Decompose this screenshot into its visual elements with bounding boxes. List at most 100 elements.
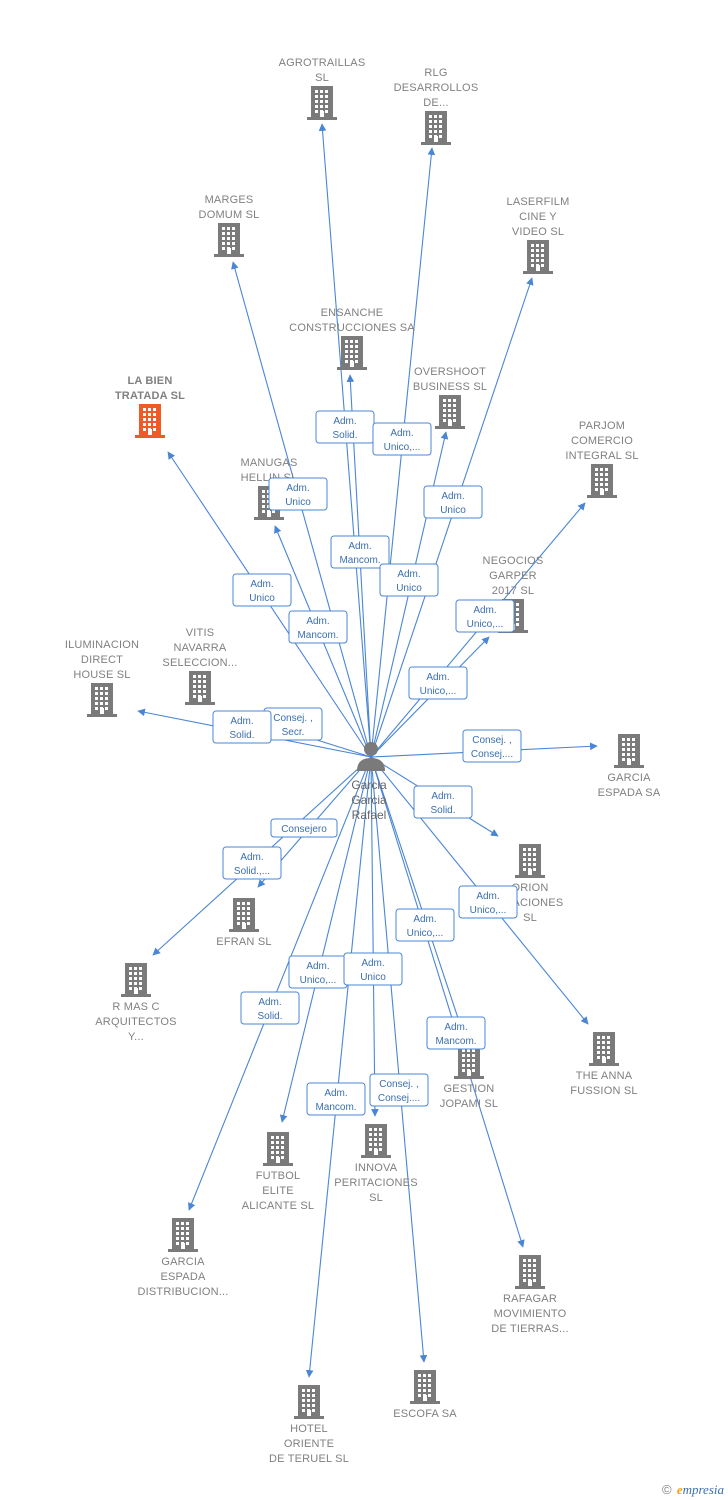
role-label-manugas[interactable]: Adm. Mancom. (288, 610, 348, 644)
role-label-negocios[interactable]: Adm. Unico,... (408, 666, 468, 700)
role-label-escofa[interactable]: Consej. ,Consej.... (369, 1073, 429, 1107)
building-icon (337, 336, 367, 370)
edge-rafagar (370, 756, 525, 1248)
role-label-theanna[interactable]: Adm.Unico,... (458, 885, 518, 919)
role-label-marges[interactable]: Adm.Unico (268, 477, 328, 511)
role-label-line: Consej. , (273, 713, 312, 724)
company-name-line: OVERSHOOT (414, 366, 486, 378)
company-name-line: CONSTRUCCIONES SA (289, 322, 415, 334)
company-node-vitis[interactable]: VITISNAVARRASELECCION... (162, 627, 237, 705)
company-name-line: ENSANCHE (321, 307, 384, 319)
role-label-orion[interactable]: Adm.Solid. (413, 785, 473, 819)
role-label-rlg[interactable]: Adm.Unico,... (372, 422, 432, 456)
company-name-line: THE ANNA (576, 1070, 633, 1082)
company-node-escofa[interactable]: ESCOFA SA (393, 1370, 457, 1420)
role-label-line: Unico,... (407, 928, 444, 939)
role-label-line: Solid. (257, 1011, 282, 1022)
role-label-line: Adm. (250, 579, 273, 590)
role-label-line: Adm. (333, 416, 356, 427)
role-label-parjom[interactable]: Adm.Unico,... (455, 599, 515, 633)
role-label-rmasc[interactable]: Adm.Solid.,... (222, 846, 282, 880)
building-icon (135, 404, 165, 438)
building-icon (515, 1255, 545, 1289)
role-label-line: Unico,... (420, 686, 457, 697)
company-name-line: MANUGAS (240, 457, 297, 469)
company-name-line: VIDEO SL (512, 226, 564, 238)
company-name-line: SL (315, 72, 329, 84)
role-label-efran[interactable]: Consejero (270, 818, 338, 838)
role-label-innova[interactable]: Adm.Unico (343, 952, 403, 986)
building-icon (410, 1370, 440, 1404)
role-label-rafagar[interactable]: Adm.Mancom. (426, 1016, 486, 1050)
company-name-line: DIRECT (81, 654, 123, 666)
role-label-hotel[interactable]: Adm. Mancom. (306, 1082, 366, 1116)
person-name-line: Garcia (351, 793, 387, 807)
brand-rest: mpresia (682, 1482, 724, 1497)
brand-logo: empresia (677, 1482, 724, 1497)
role-label-line: Adm. (473, 605, 496, 616)
company-node-rlg[interactable]: RLGDESARROLLOSDE... (394, 67, 479, 145)
company-name-line: GARCIA (161, 1256, 205, 1268)
company-name-line: RLG (424, 67, 447, 79)
role-label-futbol[interactable]: Adm.Unico,... (288, 955, 348, 989)
company-name-line: HOTEL (290, 1423, 328, 1435)
building-icon (87, 683, 117, 717)
role-label-line: Adm. (426, 672, 449, 683)
role-label-line: Solid. (332, 430, 357, 441)
company-name-line: DOMUM SL (199, 209, 260, 221)
company-name-line: NEGOCIOS (483, 555, 544, 567)
role-label-line: Unico (249, 593, 275, 604)
role-label-gestion[interactable]: Adm.Unico,... (395, 908, 455, 942)
role-label-garciaespada[interactable]: Consej. ,Consej.... (462, 729, 522, 763)
company-node-garciadist[interactable]: GARCIAESPADADISTRIBUCION... (137, 1218, 228, 1298)
role-label-line: Mancom. (315, 1102, 356, 1113)
edge-innova (370, 756, 379, 1117)
role-label-laserfilm[interactable]: Adm.Unico (423, 485, 483, 519)
role-label-line: Solid. (229, 730, 254, 741)
company-name-line: GARCIA (607, 772, 651, 784)
building-icon (523, 240, 553, 274)
role-label-line: Adm. (306, 616, 329, 627)
role-label-line: Consej. , (379, 1079, 418, 1090)
company-name-line: EFRAN SL (216, 936, 271, 948)
role-label-agrotraillas[interactable]: Adm. Solid. (315, 410, 375, 444)
role-label-line: Adm. (390, 428, 413, 439)
role-label-iluminacion[interactable]: Adm.Solid. (212, 710, 272, 744)
building-icon (121, 963, 151, 997)
company-name-line: PERITACIONES (334, 1177, 418, 1189)
company-node-rmasc[interactable]: R MAS CARQUITECTOSY... (95, 963, 177, 1043)
edge-labels-layer: Adm.Solid.Adm.Unico,...Adm.UnicoAdm.Unic… (212, 410, 522, 1116)
company-node-ensanche[interactable]: ENSANCHE CONSTRUCCIONES SA (289, 307, 415, 370)
company-name-line: 2017 SL (492, 585, 534, 597)
role-label-labien[interactable]: Adm. Unico (232, 573, 292, 607)
role-label-vitis[interactable]: Consej. ,Secr. (263, 707, 323, 741)
company-name-line: GARPER (489, 570, 537, 582)
company-node-efran[interactable]: EFRAN SL (216, 898, 272, 948)
copyright-symbol: © (661, 1482, 672, 1497)
building-icon (307, 86, 337, 120)
role-label-line: Adm. (324, 1088, 347, 1099)
building-icon (185, 671, 215, 705)
role-label-line: Mancom. (297, 630, 338, 641)
person-name-line: Garcia (351, 778, 387, 792)
role-label-ensanche[interactable]: Adm.Mancom. (330, 535, 390, 569)
role-label-garciadist[interactable]: Adm.Solid. (240, 991, 300, 1025)
company-name-line: DESARROLLOS (394, 82, 479, 94)
role-label-overshoot[interactable]: Adm.Unico (379, 563, 439, 597)
role-label-line: Unico (285, 497, 311, 508)
